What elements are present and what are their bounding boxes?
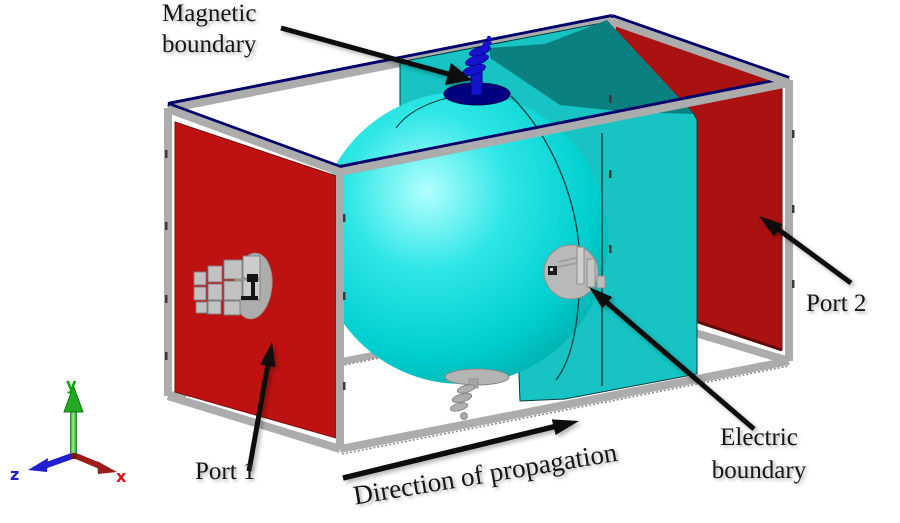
frame-front-rails xyxy=(165,14,795,455)
y-axis-label: y xyxy=(66,375,77,394)
z-axis-arrowhead xyxy=(28,458,48,472)
feed-cube xyxy=(223,300,241,316)
port2-arrow xyxy=(759,216,853,286)
magnetic-boundary-label: Magnetic boundary xyxy=(162,0,297,60)
port1-feed-bracket xyxy=(241,274,258,300)
hinge-dash xyxy=(165,352,168,360)
magnetic-boundary-label-line1: Magnetic xyxy=(162,0,257,27)
front-bottom-rail xyxy=(339,357,790,453)
top-right-rail xyxy=(610,17,791,87)
feed-cube xyxy=(195,301,208,314)
top-helix-antenna xyxy=(443,35,511,106)
hinge-dash xyxy=(609,245,612,253)
top-left-rail xyxy=(166,105,342,176)
y-axis-arrowhead xyxy=(63,384,84,413)
bottom-coil-tip xyxy=(460,412,468,420)
arrow-head xyxy=(260,342,276,367)
arrow-shaft xyxy=(773,224,853,286)
top-right-rail-navy-edge xyxy=(611,14,790,80)
z-axis-label: z xyxy=(10,465,19,484)
hinge-dash xyxy=(343,292,346,300)
eboundary-dark-mark-dot xyxy=(550,268,553,271)
electric-boundary-arrow xyxy=(589,287,756,431)
electric-boundary-label-line2: boundary xyxy=(711,457,807,484)
x-axis-label: x xyxy=(116,467,127,486)
magnetic-boundary-label-line2: boundary xyxy=(162,31,257,58)
arrow-head xyxy=(589,287,613,309)
front-top-rail xyxy=(339,79,790,176)
electric-boundary-label-line1: Electric xyxy=(720,424,798,451)
arrow-head xyxy=(759,216,783,237)
bottom-coil xyxy=(449,402,469,412)
hinge-dash xyxy=(609,95,612,103)
hinge-dash xyxy=(165,295,168,303)
y-axis-shaft xyxy=(70,410,77,456)
hinge-dash xyxy=(165,222,168,230)
eboundary-feed-nub xyxy=(596,275,606,289)
antenna-tip-dot xyxy=(486,35,492,41)
front-top-rail-navy-edge xyxy=(339,76,790,169)
bracket-stem xyxy=(251,281,255,299)
arrow-shaft xyxy=(246,363,271,472)
annotation-arrows xyxy=(246,25,853,481)
bracket-base xyxy=(241,296,258,300)
feed-cube xyxy=(207,300,222,315)
top-left-rail-navy-edge xyxy=(167,102,341,169)
sphere-body xyxy=(316,92,608,384)
hinge-dash xyxy=(165,150,168,158)
eboundary-feed-tab xyxy=(586,258,596,288)
feed-cube xyxy=(223,259,243,280)
bottom-coil xyxy=(456,384,476,394)
feed-cube xyxy=(223,280,243,301)
bottom-coil xyxy=(451,392,473,404)
x-axis-arrowhead xyxy=(97,461,117,474)
feed-cube xyxy=(207,283,223,301)
feed-cube xyxy=(193,286,207,301)
hinge-dash xyxy=(343,382,346,390)
dielectric-sphere xyxy=(316,92,608,384)
port1-panel xyxy=(174,121,337,439)
electric-boundary-label: Electric boundary xyxy=(699,421,819,487)
frame-hinge-dashes xyxy=(165,95,795,390)
port1-label: Port 1 xyxy=(195,458,256,485)
hinge-dash xyxy=(343,214,346,222)
port1-arrow xyxy=(246,342,276,472)
direction-of-propagation-arrow xyxy=(342,419,579,481)
feed-cube xyxy=(193,271,207,286)
z-axis-shaft xyxy=(42,453,74,469)
arrow-head xyxy=(445,63,472,85)
eboundary-striation xyxy=(557,256,581,263)
hinge-dash xyxy=(609,170,612,178)
antenna-coil-tip xyxy=(482,41,492,47)
arrow-shaft xyxy=(342,423,558,481)
bracket-top xyxy=(247,274,258,282)
antenna-coil xyxy=(469,45,491,57)
hinge-dash xyxy=(792,205,795,213)
hinge-dash xyxy=(792,130,795,138)
magnetic-boundary-arrow xyxy=(280,25,472,85)
arrow-head xyxy=(551,419,579,435)
arrow-shaft xyxy=(603,299,756,431)
hinge-dash xyxy=(792,280,795,288)
axes-origin xyxy=(70,452,78,460)
bottom-helix-feed xyxy=(444,368,510,420)
port2-label: Port 2 xyxy=(806,290,867,317)
arrow-shaft xyxy=(280,25,453,78)
x-axis-shaft xyxy=(74,453,102,469)
bottom-left-rail xyxy=(166,392,342,453)
eboundary-feed-tab xyxy=(576,246,585,285)
axes-triad: y z x xyxy=(10,375,127,486)
top-boundary-plane xyxy=(490,20,694,114)
feed-cube xyxy=(207,265,223,283)
sphere-top-arc xyxy=(395,97,448,129)
port2-bottom-shade xyxy=(697,320,783,352)
electric-boundary-disk xyxy=(543,244,606,300)
